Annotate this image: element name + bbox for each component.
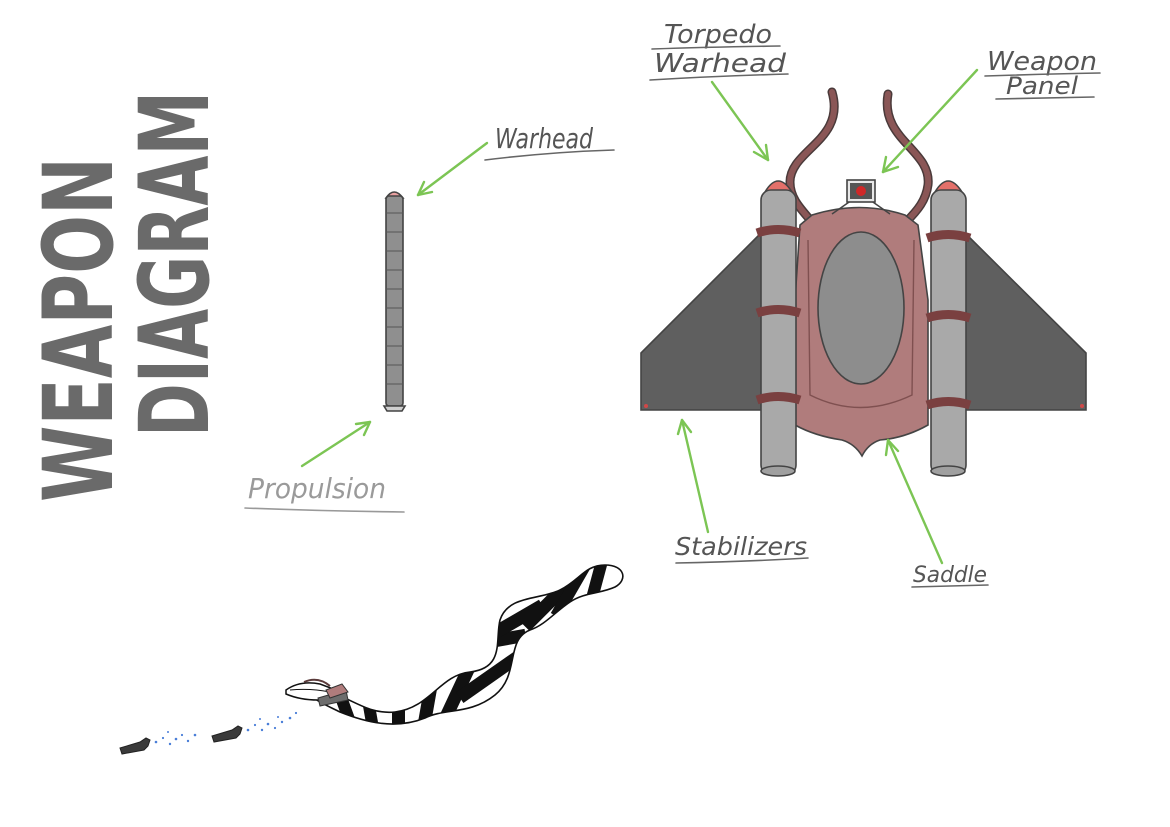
title-line-weapon: WEAPON [23, 157, 135, 502]
label-warhead-group: Warhead [416, 122, 615, 197]
arrow-stabilizers [680, 418, 710, 534]
weapon-rig [640, 87, 1087, 477]
label-weapon-panel-line1: Weapon [987, 47, 1097, 77]
label-propulsion: Propulsion [248, 472, 386, 505]
arrow-weapon-panel [881, 68, 979, 174]
left-wing [640, 230, 763, 411]
label-stabilizers-group: Stabilizers [675, 418, 809, 564]
right-wing [963, 230, 1087, 411]
right-stabilizer [925, 180, 972, 477]
arrow-propulsion [300, 420, 372, 468]
torpedo-nozzle [382, 405, 407, 412]
label-saddle: Saddle [913, 563, 987, 588]
sea-snake [285, 564, 624, 725]
label-torpedo-warhead-group: Torpedo Warhead [649, 20, 789, 162]
torpedo-projectile-2 [211, 725, 243, 743]
torpedo-body [385, 195, 404, 407]
arrow-warhead [416, 141, 489, 197]
label-warhead: Warhead [495, 122, 593, 155]
weapon-panel [831, 179, 891, 215]
label-stabilizers: Stabilizers [675, 532, 807, 561]
arrow-torpedo-warhead [710, 80, 770, 162]
launched-torpedoes [119, 711, 298, 755]
torpedo-projectile-1 [119, 737, 151, 755]
torpedo [382, 191, 407, 412]
label-saddle-group: Saddle [884, 438, 989, 588]
arrow-saddle [886, 438, 944, 565]
left-stabilizer [755, 180, 802, 477]
label-weapon-panel-line2: Panel [1006, 72, 1078, 100]
label-propulsion-group: Propulsion [244, 420, 405, 513]
label-weapon-panel-group: Weapon Panel [881, 47, 1101, 174]
diagram-title: WEAPON DIAGRAM [23, 91, 231, 502]
label-torpedo-warhead-line1: Torpedo [664, 20, 772, 50]
title-line-diagram: DIAGRAM [119, 91, 231, 437]
bubble-trail [154, 711, 298, 746]
saddle-viewport [817, 231, 905, 385]
